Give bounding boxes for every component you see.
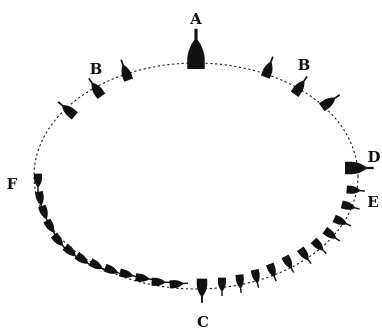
ship-port-12	[151, 278, 170, 287]
ship-starboard-4	[266, 263, 280, 283]
ship-starboard-3-mast	[257, 283, 259, 288]
ship-right-3	[319, 91, 342, 111]
ship-group	[34, 29, 374, 303]
ship-port-13-hull	[169, 279, 184, 288]
ship-c	[197, 279, 208, 303]
label-a: A	[189, 10, 202, 28]
ship-starboard-2-hull	[235, 274, 244, 289]
ship-starboard-6	[297, 246, 314, 266]
ship-d-hull	[345, 162, 368, 175]
ship-port-7-hull	[74, 252, 90, 267]
ship-port-11	[135, 273, 154, 283]
ship-b-right-2-hull	[291, 77, 309, 96]
ship-right-3-hull	[319, 94, 338, 112]
ship-starboard-9	[333, 215, 353, 230]
ship-port-10-hull	[119, 268, 135, 279]
ship-a-flagship	[187, 29, 205, 69]
ship-port-4-hull	[43, 218, 57, 234]
ship-starboard-1	[218, 278, 226, 296]
ship-starboard-4-hull	[266, 263, 278, 279]
ship-starboard-11	[346, 185, 365, 195]
label-f: F	[7, 175, 18, 193]
ship-starboard-3-hull	[251, 269, 262, 285]
label-e: E	[367, 193, 378, 211]
ship-starboard-2-mast	[240, 288, 242, 293]
ship-port-13	[169, 279, 188, 288]
ship-b-right-1	[261, 55, 277, 79]
ship-starboard-6-hull	[297, 246, 312, 262]
ship-port-8-hull	[88, 258, 104, 272]
ship-starboard-11-mast	[360, 190, 365, 192]
ship-b-right-1-mast	[270, 56, 274, 62]
ship-port-11-hull	[135, 273, 150, 283]
label-c: C	[197, 313, 209, 330]
label-b-right: B	[298, 56, 311, 74]
ship-b-left-2-hull	[88, 79, 106, 98]
ship-b-left-1-mast	[120, 59, 124, 65]
ship-starboard-5	[281, 254, 297, 274]
ship-c-hull	[197, 279, 208, 298]
ship-starboard-8-hull	[322, 227, 338, 242]
ship-port-1-hull	[34, 174, 42, 188]
ship-port-3-hull	[38, 205, 50, 221]
ship-b-right-2	[291, 74, 311, 97]
label-d: D	[367, 148, 380, 166]
ship-starboard-10-hull	[341, 200, 357, 211]
ship-starboard-9-mast	[346, 223, 351, 226]
ship-starboard-10	[341, 200, 361, 212]
ship-starboard-1-hull	[218, 278, 226, 292]
ship-port-2-hull	[35, 191, 45, 207]
ship-starboard-4-mast	[274, 277, 277, 282]
ship-a-flagship-hull	[187, 38, 205, 70]
ship-port-1	[34, 174, 42, 192]
ship-port-12-hull	[151, 278, 166, 286]
ship-starboard-3	[251, 269, 263, 289]
ship-b-left-1	[117, 58, 133, 82]
ship-port-13-mast	[183, 282, 188, 284]
label-b-left: B	[90, 60, 103, 78]
ship-starboard-11-hull	[346, 185, 361, 194]
ship-b-left-2	[85, 76, 105, 99]
ship-b-right-1-hull	[261, 59, 276, 78]
ship-starboard-10-mast	[355, 207, 360, 210]
